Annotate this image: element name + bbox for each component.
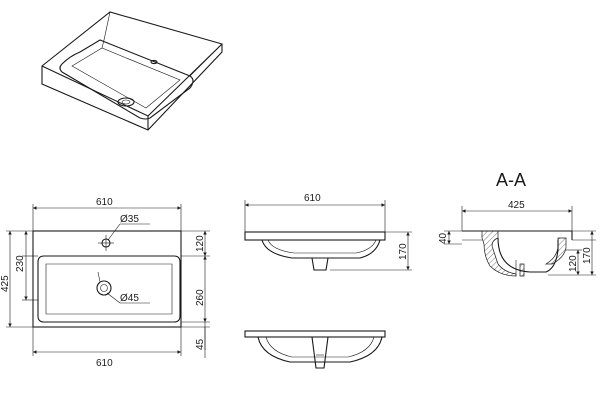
dim-top-width: 610 <box>96 197 113 208</box>
bottom-view <box>244 330 386 369</box>
dim-section-height-b: 170 <box>582 247 593 264</box>
dim-front-zone: 45 <box>195 338 206 350</box>
plan-view <box>6 204 210 358</box>
dim-section-height-a: 120 <box>568 255 579 272</box>
dim-bottom-width: 610 <box>96 358 113 369</box>
dim-total-depth: 425 <box>0 275 11 292</box>
dim-section-width: 425 <box>508 200 525 211</box>
dim-side-height: 170 <box>398 243 409 260</box>
dim-hole-large: Ø45 <box>120 293 139 304</box>
dim-section-rim: 40 <box>438 232 449 244</box>
dim-bowl-zone: 260 <box>195 289 206 306</box>
isometric-view <box>41 11 223 131</box>
dim-top-zone: 120 <box>195 235 206 252</box>
dim-inner-depth: 230 <box>15 255 26 272</box>
dim-side-width: 610 <box>304 193 321 204</box>
section-title: A-A <box>496 170 526 190</box>
side-elevation <box>244 200 412 271</box>
dim-hole-small: Ø35 <box>120 214 139 225</box>
section-aa: A-A <box>444 170 596 277</box>
